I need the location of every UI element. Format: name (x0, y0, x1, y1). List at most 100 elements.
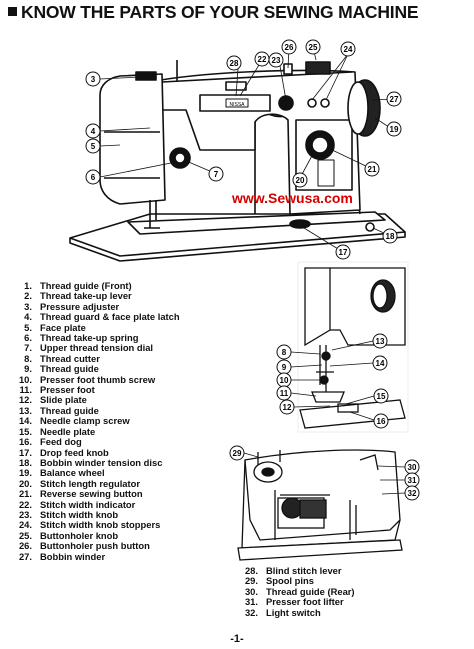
svg-text:11: 11 (280, 389, 289, 398)
svg-text:8: 8 (282, 348, 287, 357)
list-item: 13.Thread guide (18, 404, 99, 416)
list-item: 4.Thread guard & face plate latch (24, 311, 180, 323)
callout-18: 18 (382, 228, 398, 244)
list-item: 6.Thread take-up spring (24, 332, 139, 344)
callout-11: 11 (276, 385, 292, 401)
rear-callouts: 29 30 31 32 (229, 445, 420, 501)
list-item: 24.Stitch width knob stoppers (18, 519, 161, 531)
list-item: 7.Upper thread tension dial (24, 342, 154, 354)
list-item: 21.Reverse sewing button (18, 488, 143, 500)
list-item: 12.Slide plate (18, 394, 87, 406)
main-callouts: 3 4 5 6 7 28 22 23 26 25 24 27 19 20 21 … (85, 39, 402, 260)
parts-list-left: 1.Thread guide (Front) 2.Thread take-up … (10, 280, 180, 562)
svg-text:4: 4 (91, 127, 96, 136)
svg-text:9: 9 (282, 363, 287, 372)
svg-text:17: 17 (339, 248, 348, 257)
svg-text:27: 27 (390, 95, 399, 104)
list-item: 8.Thread cutter (24, 352, 100, 364)
callout-4: 4 (85, 123, 101, 139)
list-item: 3.Pressure adjuster (24, 300, 120, 312)
list-item: 19.Balance wheel (18, 467, 105, 479)
list-item: 31.Presser foot lifter (244, 596, 344, 608)
callout-3: 3 (85, 71, 101, 87)
parts-list-right: 28.Blind stitch lever 29.Spool pins 30.T… (236, 565, 355, 618)
list-item: 30.Thread guide (Rear) (244, 585, 355, 597)
list-item: 27.Bobbin winder (18, 550, 106, 562)
callout-19: 19 (386, 121, 402, 137)
callout-25: 25 (305, 39, 321, 55)
svg-text:26: 26 (285, 43, 294, 52)
callout-24: 24 (340, 41, 356, 57)
detail-callouts: 8 9 10 11 12 13 14 15 16 (276, 333, 389, 429)
svg-text:30: 30 (408, 463, 417, 472)
callout-26: 26 (281, 39, 297, 55)
svg-text:28: 28 (230, 59, 239, 68)
page-title: KNOW THE PARTS OF YOUR SEWING MACHINE (8, 2, 419, 23)
svg-text:25: 25 (309, 43, 318, 52)
list-item: 22.Stitch width indicator (18, 498, 136, 510)
svg-text:6: 6 (91, 173, 96, 182)
callout-30: 30 (404, 459, 420, 475)
website-url: www.Sewusa.com (232, 190, 353, 206)
list-item: 14.Needle clamp screw (18, 415, 130, 427)
callout-12: 12 (279, 399, 295, 415)
svg-text:13: 13 (376, 337, 385, 346)
page-title-text: KNOW THE PARTS OF YOUR SEWING MACHINE (21, 2, 419, 22)
svg-text:12: 12 (283, 403, 292, 412)
svg-text:15: 15 (377, 392, 386, 401)
svg-text:20: 20 (296, 176, 305, 185)
callout-31: 31 (404, 472, 420, 488)
list-item: 15.Needle plate (18, 425, 96, 437)
callout-6: 6 (85, 169, 101, 185)
callout-8: 8 (276, 344, 292, 360)
list-item: 17.Drop feed knob (18, 446, 109, 458)
list-item: 26.Buttonholer push button (18, 540, 150, 552)
svg-text:32: 32 (408, 489, 417, 498)
main-machine-diagram: 3 4 5 6 7 28 22 23 26 25 24 27 19 20 21 … (69, 39, 406, 262)
list-item: 20.Stitch length regulator (18, 477, 141, 489)
list-item: 18.Bobbin winder tension disc (18, 456, 163, 468)
list-item: 11.Presser foot (19, 384, 95, 396)
callout-7: 7 (208, 166, 224, 182)
bullet-square-icon (8, 7, 17, 16)
callout-28: 28 (226, 55, 242, 71)
svg-text:10: 10 (280, 376, 289, 385)
list-item: 2.Thread take-up lever (24, 290, 132, 302)
callout-17: 17 (335, 244, 351, 260)
svg-text:7: 7 (214, 170, 219, 179)
callout-13: 13 (372, 333, 388, 349)
list-item: 10.Presser foot thumb screw (18, 373, 156, 385)
callout-20: 20 (292, 172, 308, 188)
list-item: 32.Light switch (244, 606, 321, 618)
svg-text:24: 24 (344, 45, 353, 54)
list-item: 16.Feed dog (18, 436, 82, 448)
machine-badge: NISSA (229, 102, 245, 108)
callout-32: 32 (404, 485, 420, 501)
svg-text:14: 14 (376, 359, 385, 368)
list-item: 28.Blind stitch lever (244, 565, 342, 576)
list-item: 9.Thread guide (24, 363, 99, 375)
list-item: 25.Buttonholer knob (18, 529, 119, 541)
list-item: 29.Spool pins (244, 575, 314, 587)
callout-21: 21 (364, 161, 380, 177)
svg-text:18: 18 (386, 232, 395, 241)
svg-text:3: 3 (91, 75, 96, 84)
svg-text:29: 29 (233, 449, 242, 458)
svg-text:22: 22 (258, 55, 267, 64)
callout-27: 27 (386, 91, 402, 107)
callout-29: 29 (229, 445, 245, 461)
svg-text:19: 19 (390, 125, 399, 134)
svg-text:31: 31 (408, 476, 417, 485)
callout-15: 15 (373, 388, 389, 404)
list-item: 5.Face plate (24, 321, 86, 333)
callout-23: 23 (268, 52, 284, 68)
list-item: 23.Stitch width knob (18, 508, 119, 520)
page-number: -1- (230, 633, 244, 645)
callout-10: 10 (276, 372, 292, 388)
callout-5: 5 (85, 138, 101, 154)
callout-14: 14 (372, 355, 388, 371)
svg-text:5: 5 (91, 142, 96, 151)
svg-text:23: 23 (272, 56, 281, 65)
